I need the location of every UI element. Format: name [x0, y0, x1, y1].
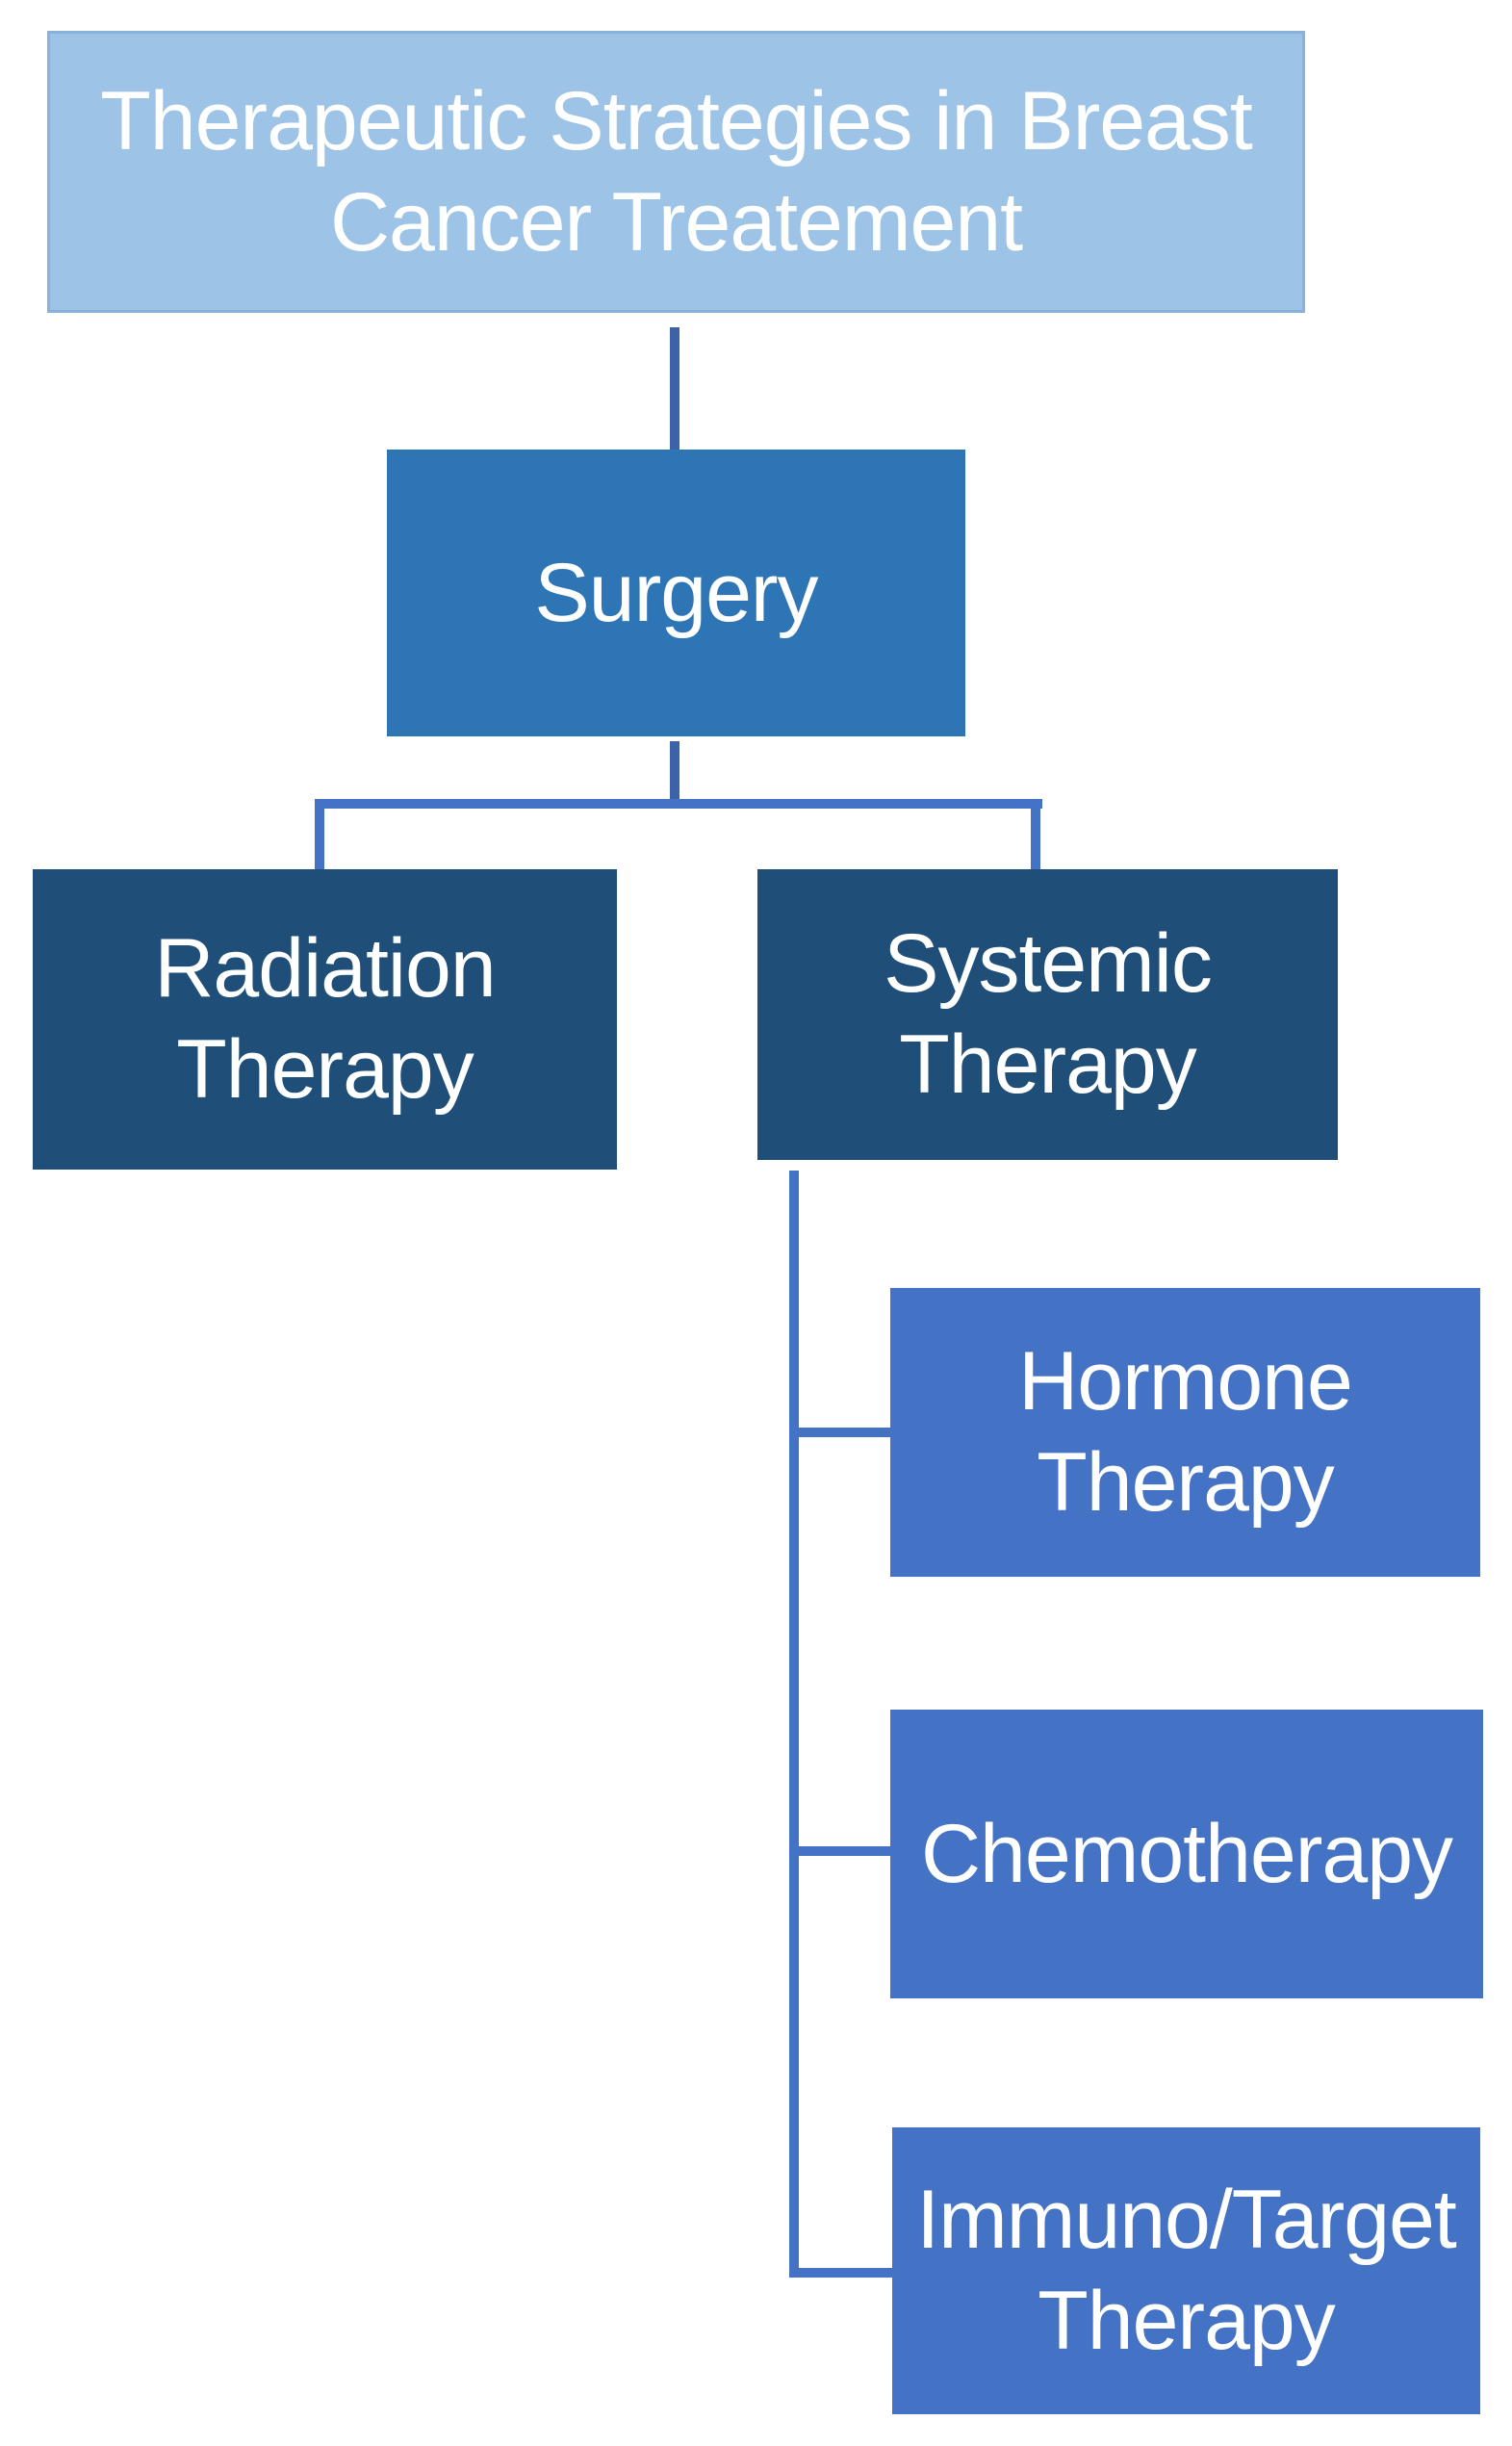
node-surgery: Surgery [387, 450, 965, 736]
connector-systemic-trunk [789, 1171, 799, 2278]
node-systemic-therapy-label: Systemic Therapy [884, 917, 1213, 1111]
node-radiation-therapy-label: Radiation Therapy [154, 922, 496, 1116]
node-surgery-label: Surgery [534, 546, 818, 639]
connector-title-to-surgery [670, 327, 679, 452]
node-title: Therapeutic Strategies in Breast Cancer … [47, 31, 1305, 313]
node-immuno-target-therapy: Immuno/Target Therapy [892, 2127, 1480, 2414]
node-chemotherapy: Chemotherapy [890, 1710, 1483, 1998]
connector-surgery-to-split [670, 741, 679, 805]
connector-split-horizontal [315, 799, 1042, 809]
connector-trunk-to-hormone [789, 1428, 890, 1437]
node-chemotherapy-label: Chemotherapy [920, 1807, 1453, 1900]
connector-split-to-systemic [1031, 799, 1040, 870]
node-hormone-therapy-label: Hormone Therapy [1018, 1335, 1353, 1529]
connector-trunk-to-chemotherapy [789, 1846, 890, 1856]
node-hormone-therapy: Hormone Therapy [890, 1288, 1480, 1577]
connector-trunk-to-immuno [789, 2268, 892, 2278]
node-immuno-target-therapy-label: Immuno/Target Therapy [916, 2174, 1457, 2367]
connector-split-to-radiation [315, 799, 324, 870]
node-radiation-therapy: Radiation Therapy [33, 869, 617, 1170]
node-systemic-therapy: Systemic Therapy [757, 869, 1338, 1160]
node-title-label: Therapeutic Strategies in Breast Cancer … [100, 74, 1253, 269]
